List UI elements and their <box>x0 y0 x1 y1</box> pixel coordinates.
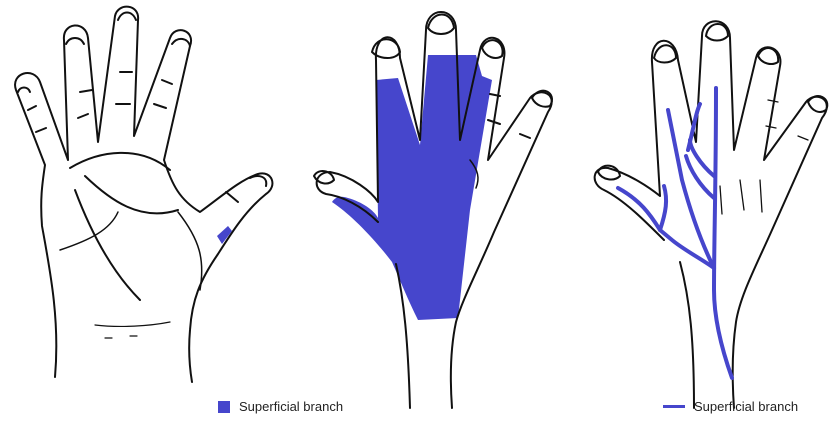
legend-area-swatch <box>218 401 230 413</box>
legend-left-label: Superficial branch <box>239 399 343 414</box>
legend-line-swatch <box>663 405 685 408</box>
legend-left: Superficial branch <box>218 399 343 414</box>
legend-right-label: Superficial branch <box>694 399 798 414</box>
palm-view-hand <box>15 7 272 382</box>
dorsal-branches-hand <box>595 21 828 408</box>
legend-right: Superficial branch <box>663 399 798 414</box>
dorsal-territory-hand <box>314 12 552 408</box>
dorsal-superficial-branch-lines <box>618 88 732 378</box>
dorsal-superficial-branch-area <box>332 55 492 320</box>
